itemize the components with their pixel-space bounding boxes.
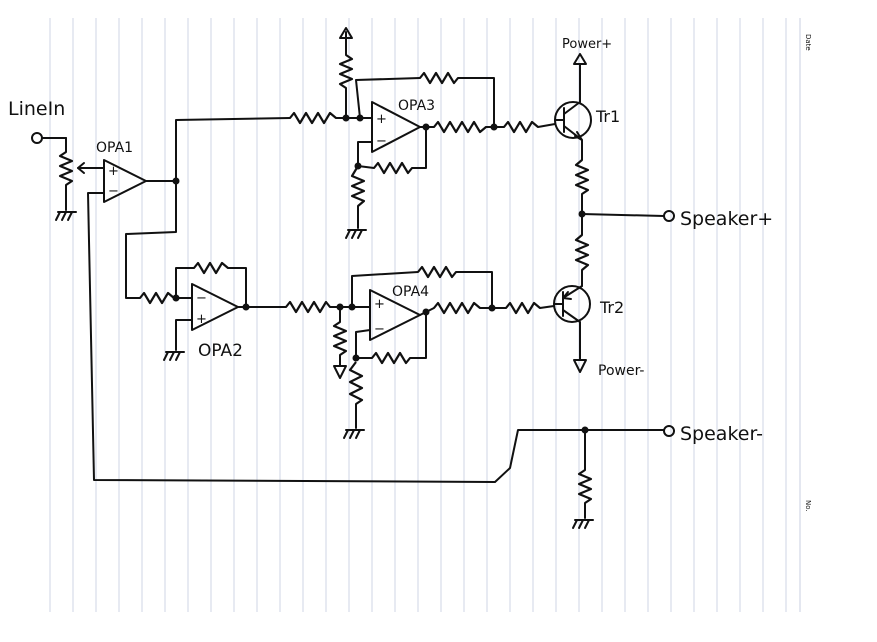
junction-dot <box>488 304 496 312</box>
sense-resistor <box>572 429 594 529</box>
ground-symbol-opa1 <box>55 211 77 221</box>
opa3-opamp: + − <box>371 101 421 153</box>
opa4-plus-sign: + <box>374 297 385 312</box>
page-number-label: No. <box>804 500 812 512</box>
junction-dot <box>490 123 498 131</box>
line-in-terminal <box>31 132 67 144</box>
opa3-ground-resistor <box>345 165 367 239</box>
ground-symbol-opa2 <box>163 351 185 361</box>
opa1-label: OPA1 <box>96 140 133 156</box>
opa3-minus-sign: − <box>376 134 387 149</box>
opa3-bias-resistor <box>338 27 354 119</box>
opa4-bias-resistor <box>332 306 348 379</box>
tr2-label: Tr2 <box>599 298 624 317</box>
power-plus-label: Power+ <box>562 37 612 52</box>
opa2-minus-sign: − <box>196 291 207 306</box>
opa2-plus-sign: + <box>196 312 207 327</box>
junction-dot <box>422 123 430 131</box>
opa1-minus-sign: − <box>108 184 119 199</box>
power-minus-label: Power- <box>598 363 644 379</box>
opa2-label: OPA2 <box>198 341 243 361</box>
power-minus-terminal <box>573 351 587 373</box>
tr1-label: Tr1 <box>595 107 620 126</box>
opa1-opamp: + − <box>103 159 147 203</box>
power-plus-terminal <box>573 53 587 79</box>
opa4-minus-sign: − <box>374 322 385 337</box>
tr1-transistor <box>554 77 592 161</box>
opa2-opamp: − + <box>191 283 239 331</box>
opa4-opamp: + − <box>369 289 421 341</box>
opa4-ground-resistor <box>343 361 365 439</box>
opa3-plus-sign: + <box>376 112 387 127</box>
speaker-plus-terminal <box>663 210 675 222</box>
opa4-label: OPA4 <box>392 284 429 300</box>
speaker-plus-label: Speaker+ <box>680 208 773 230</box>
input-potentiometer <box>58 137 105 211</box>
junction-dot <box>422 308 430 316</box>
opa1-plus-sign: + <box>108 164 119 179</box>
line-in-label: LineIn <box>8 98 65 120</box>
tr2-transistor <box>553 285 591 353</box>
speaker-minus-terminal <box>663 425 675 437</box>
opa3-label: OPA3 <box>398 98 435 114</box>
speaker-minus-label: Speaker- <box>680 423 763 445</box>
date-label: Date <box>804 34 812 51</box>
junction-dot <box>242 303 250 311</box>
opa3-input-resistor <box>289 111 337 125</box>
